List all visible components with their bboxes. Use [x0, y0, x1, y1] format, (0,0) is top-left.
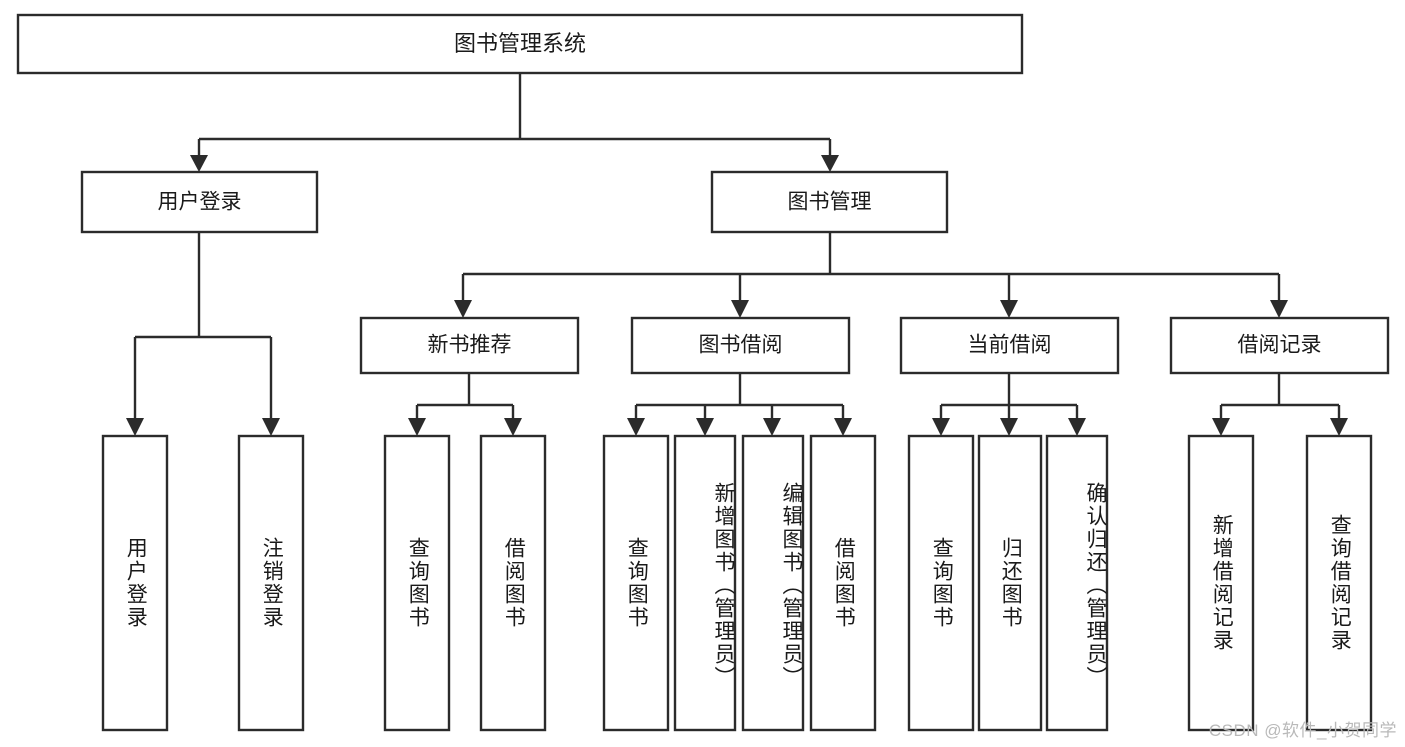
node-book-manage-label: 图书管理 — [788, 191, 872, 214]
csdn-watermark: CSDN @软件_小贺同学 — [1208, 721, 1397, 740]
node-user-login-box[interactable] — [80, 170, 319, 234]
arrow-head-leaf-user-login — [126, 418, 144, 436]
arrow-head-new-book-rec — [454, 300, 472, 318]
node-new-book-rec-label: 新书推荐 — [428, 334, 512, 357]
node-borrow-record-box[interactable] — [1169, 316, 1390, 375]
leaf-box-user-login[interactable] — [101, 434, 169, 732]
leaf-box-query-book-a[interactable] — [383, 434, 451, 732]
arrow-head-leaf-logout — [262, 418, 280, 436]
arrow-head-leaf-return-book — [1000, 418, 1018, 436]
arrow-head-borrow-record — [1270, 300, 1288, 318]
node-book-manage[interactable]: 图书管理 — [710, 170, 949, 234]
leaf-box-query-record[interactable] — [1305, 434, 1373, 732]
arrow-head-leaf-confirm-return — [1068, 418, 1086, 436]
node-book-borrow-label: 图书借阅 — [699, 334, 783, 357]
leaf-box-borrow-book-b[interactable] — [809, 434, 877, 732]
arrow-head-leaf-query-book-a — [408, 418, 426, 436]
arrow-head-leaf-query-book-b — [627, 418, 645, 436]
arrow-head-leaf-edit-book — [763, 418, 781, 436]
node-borrow-record[interactable]: 借阅记录 — [1169, 316, 1390, 375]
arrow-head-current-borrow — [1000, 300, 1018, 318]
leaf-box-return-book[interactable] — [977, 434, 1043, 732]
node-current-borrow-box[interactable] — [899, 316, 1120, 375]
node-book-borrow-box[interactable] — [630, 316, 851, 375]
node-root-box[interactable] — [16, 13, 1024, 75]
node-book-borrow[interactable]: 图书借阅 — [630, 316, 851, 375]
leaf-box-query-book-b[interactable] — [602, 434, 670, 732]
node-current-borrow[interactable]: 当前借阅 — [899, 316, 1120, 375]
node-user-login[interactable]: 用户登录 — [80, 170, 319, 234]
arrow-head-leaf-add-record — [1212, 418, 1230, 436]
arrow-head-book-borrow — [731, 300, 749, 318]
node-root-label: 图书管理系统 — [454, 31, 586, 56]
node-book-manage-box[interactable] — [710, 170, 949, 234]
arrow-head-leaf-query-book-c — [932, 418, 950, 436]
node-new-book-rec[interactable]: 新书推荐 — [359, 316, 580, 375]
node-user-login-label: 用户登录 — [158, 191, 242, 214]
leaf-box-add-book[interactable] — [673, 434, 737, 732]
node-new-book-rec-box[interactable] — [359, 316, 580, 375]
node-current-borrow-label: 当前借阅 — [968, 334, 1052, 357]
leaf-box-edit-book[interactable] — [741, 434, 805, 732]
arrow-head-leaf-query-record — [1330, 418, 1348, 436]
node-root[interactable]: 图书管理系统 — [16, 13, 1024, 75]
leaf-box-confirm-return[interactable] — [1045, 434, 1109, 732]
leaf-box-query-book-c[interactable] — [907, 434, 975, 732]
leaf-box-logout[interactable] — [237, 434, 305, 732]
arrow-head-book-manage — [821, 155, 839, 172]
node-borrow-record-label: 借阅记录 — [1238, 334, 1322, 357]
leaf-box-add-record[interactable] — [1187, 434, 1255, 732]
arrow-head-user-login — [190, 155, 208, 172]
leaf-box-borrow-book-a[interactable] — [479, 434, 547, 732]
arrow-head-leaf-add-book — [696, 418, 714, 436]
arrow-head-leaf-borrow-book-a — [504, 418, 522, 436]
arrow-head-leaf-borrow-book-b — [834, 418, 852, 436]
